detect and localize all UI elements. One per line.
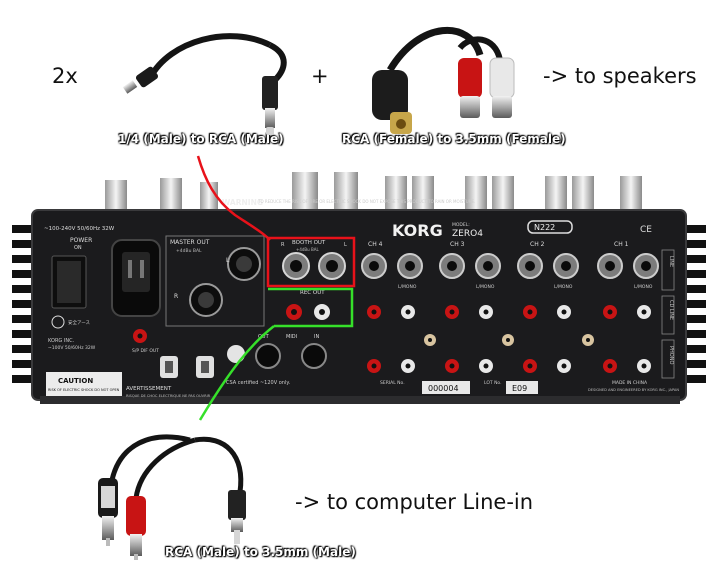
svg-text:L/MONO: L/MONO bbox=[634, 284, 653, 290]
svg-text:L/MONO: L/MONO bbox=[554, 284, 573, 290]
svg-text:KORG: KORG bbox=[392, 221, 443, 240]
speakers-note: -> to speakers bbox=[543, 64, 697, 88]
svg-text:SERIAL No.: SERIAL No. bbox=[380, 380, 405, 386]
svg-text:OUT: OUT bbox=[258, 334, 270, 340]
svg-text:MADE IN CHINA: MADE IN CHINA bbox=[612, 380, 648, 386]
svg-text:CH 3: CH 3 bbox=[450, 241, 465, 248]
svg-text:CSA certified ~120V only.: CSA certified ~120V only. bbox=[226, 380, 291, 386]
booth-out-highlight bbox=[266, 236, 356, 288]
svg-text:TO REDUCE THE RISK OF FIRE OR: TO REDUCE THE RISK OF FIRE OR ELECTRIC S… bbox=[257, 199, 475, 204]
svg-text:LOT No.: LOT No. bbox=[484, 380, 502, 386]
svg-text:~100V 50/60Hz 32W: ~100V 50/60Hz 32W bbox=[48, 345, 96, 351]
computer-note: -> to computer Line-in bbox=[295, 490, 534, 514]
rec-out-highlight bbox=[268, 287, 354, 328]
svg-text:+4dBu BAL: +4dBu BAL bbox=[296, 247, 319, 252]
svg-text:L: L bbox=[344, 242, 347, 248]
cable3-connector-line bbox=[198, 325, 275, 421]
cable1-connector-line bbox=[196, 155, 271, 241]
svg-text:安全アース: 安全アース bbox=[68, 319, 91, 326]
rca-to-3-5mm-cable bbox=[98, 434, 246, 560]
mixer-rear-panel: ~100-240V 50/60Hz 32W POWER ON 安全アース KOR… bbox=[12, 172, 706, 404]
cable1-caption: 1/4 (Male) to RCA (Male) bbox=[118, 132, 284, 146]
svg-text:AVERTISSEMENT: AVERTISSEMENT bbox=[126, 386, 172, 392]
rca-to-3-5mm-adapter bbox=[372, 26, 515, 134]
svg-text:CH 1: CH 1 bbox=[614, 241, 629, 248]
svg-text:~100-240V 50/60Hz 32W: ~100-240V 50/60Hz 32W bbox=[44, 226, 115, 232]
svg-text:DESIGNED AND ENGINEERED BY KOR: DESIGNED AND ENGINEERED BY KORG INC., JA… bbox=[588, 388, 679, 392]
svg-text:CAUTION: CAUTION bbox=[58, 377, 93, 385]
svg-text:ZERO4: ZERO4 bbox=[452, 229, 483, 239]
svg-text:RISQUE DE CHOC ELECTRIQUE NE P: RISQUE DE CHOC ELECTRIQUE NE PAS OUVRIR bbox=[126, 394, 211, 398]
svg-text:IN: IN bbox=[314, 334, 319, 340]
svg-text:MASTER OUT: MASTER OUT bbox=[170, 239, 210, 246]
svg-text:CD LINE: CD LINE bbox=[668, 300, 674, 320]
svg-text:PHONO: PHONO bbox=[668, 346, 674, 364]
quarter-inch-to-rca-cable bbox=[122, 33, 287, 135]
svg-text:CH 4: CH 4 bbox=[368, 241, 383, 248]
svg-text:R: R bbox=[281, 242, 285, 248]
svg-text:ON: ON bbox=[74, 245, 82, 251]
svg-text:CH 2: CH 2 bbox=[530, 241, 545, 248]
svg-text:+4dBu BAL: +4dBu BAL bbox=[176, 248, 202, 254]
svg-text:000004: 000004 bbox=[428, 384, 459, 393]
svg-text:BOOTH OUT: BOOTH OUT bbox=[292, 240, 326, 246]
cable2-caption: RCA (Female) to 3.5mm (Female) bbox=[342, 132, 566, 146]
svg-text:L/MONO: L/MONO bbox=[476, 284, 495, 290]
svg-text:LINE: LINE bbox=[668, 256, 674, 267]
svg-text:R: R bbox=[174, 293, 178, 300]
svg-text:RISK OF ELECTRIC SHOCK DO NOT: RISK OF ELECTRIC SHOCK DO NOT OPEN bbox=[48, 388, 120, 392]
cable3-caption: RCA (Male) to 3.5mm (Male) bbox=[165, 545, 356, 559]
svg-text:CE: CE bbox=[640, 225, 652, 235]
svg-text:L/MONO: L/MONO bbox=[398, 284, 417, 290]
svg-text:KORG INC.: KORG INC. bbox=[48, 338, 75, 344]
svg-text:MODEL:: MODEL: bbox=[452, 222, 470, 228]
svg-text:S/P DIF OUT: S/P DIF OUT bbox=[132, 348, 159, 354]
svg-text:MIDI: MIDI bbox=[286, 334, 297, 340]
plus-sign: + bbox=[311, 64, 329, 88]
svg-text:WARNING: WARNING bbox=[222, 198, 263, 207]
svg-text:POWER: POWER bbox=[70, 237, 92, 244]
multiplier-label: 2x bbox=[52, 64, 78, 88]
svg-text:N222: N222 bbox=[534, 223, 555, 232]
svg-text:REC OUT: REC OUT bbox=[300, 290, 325, 296]
svg-text:L: L bbox=[226, 257, 230, 264]
svg-text:E09: E09 bbox=[512, 384, 527, 393]
